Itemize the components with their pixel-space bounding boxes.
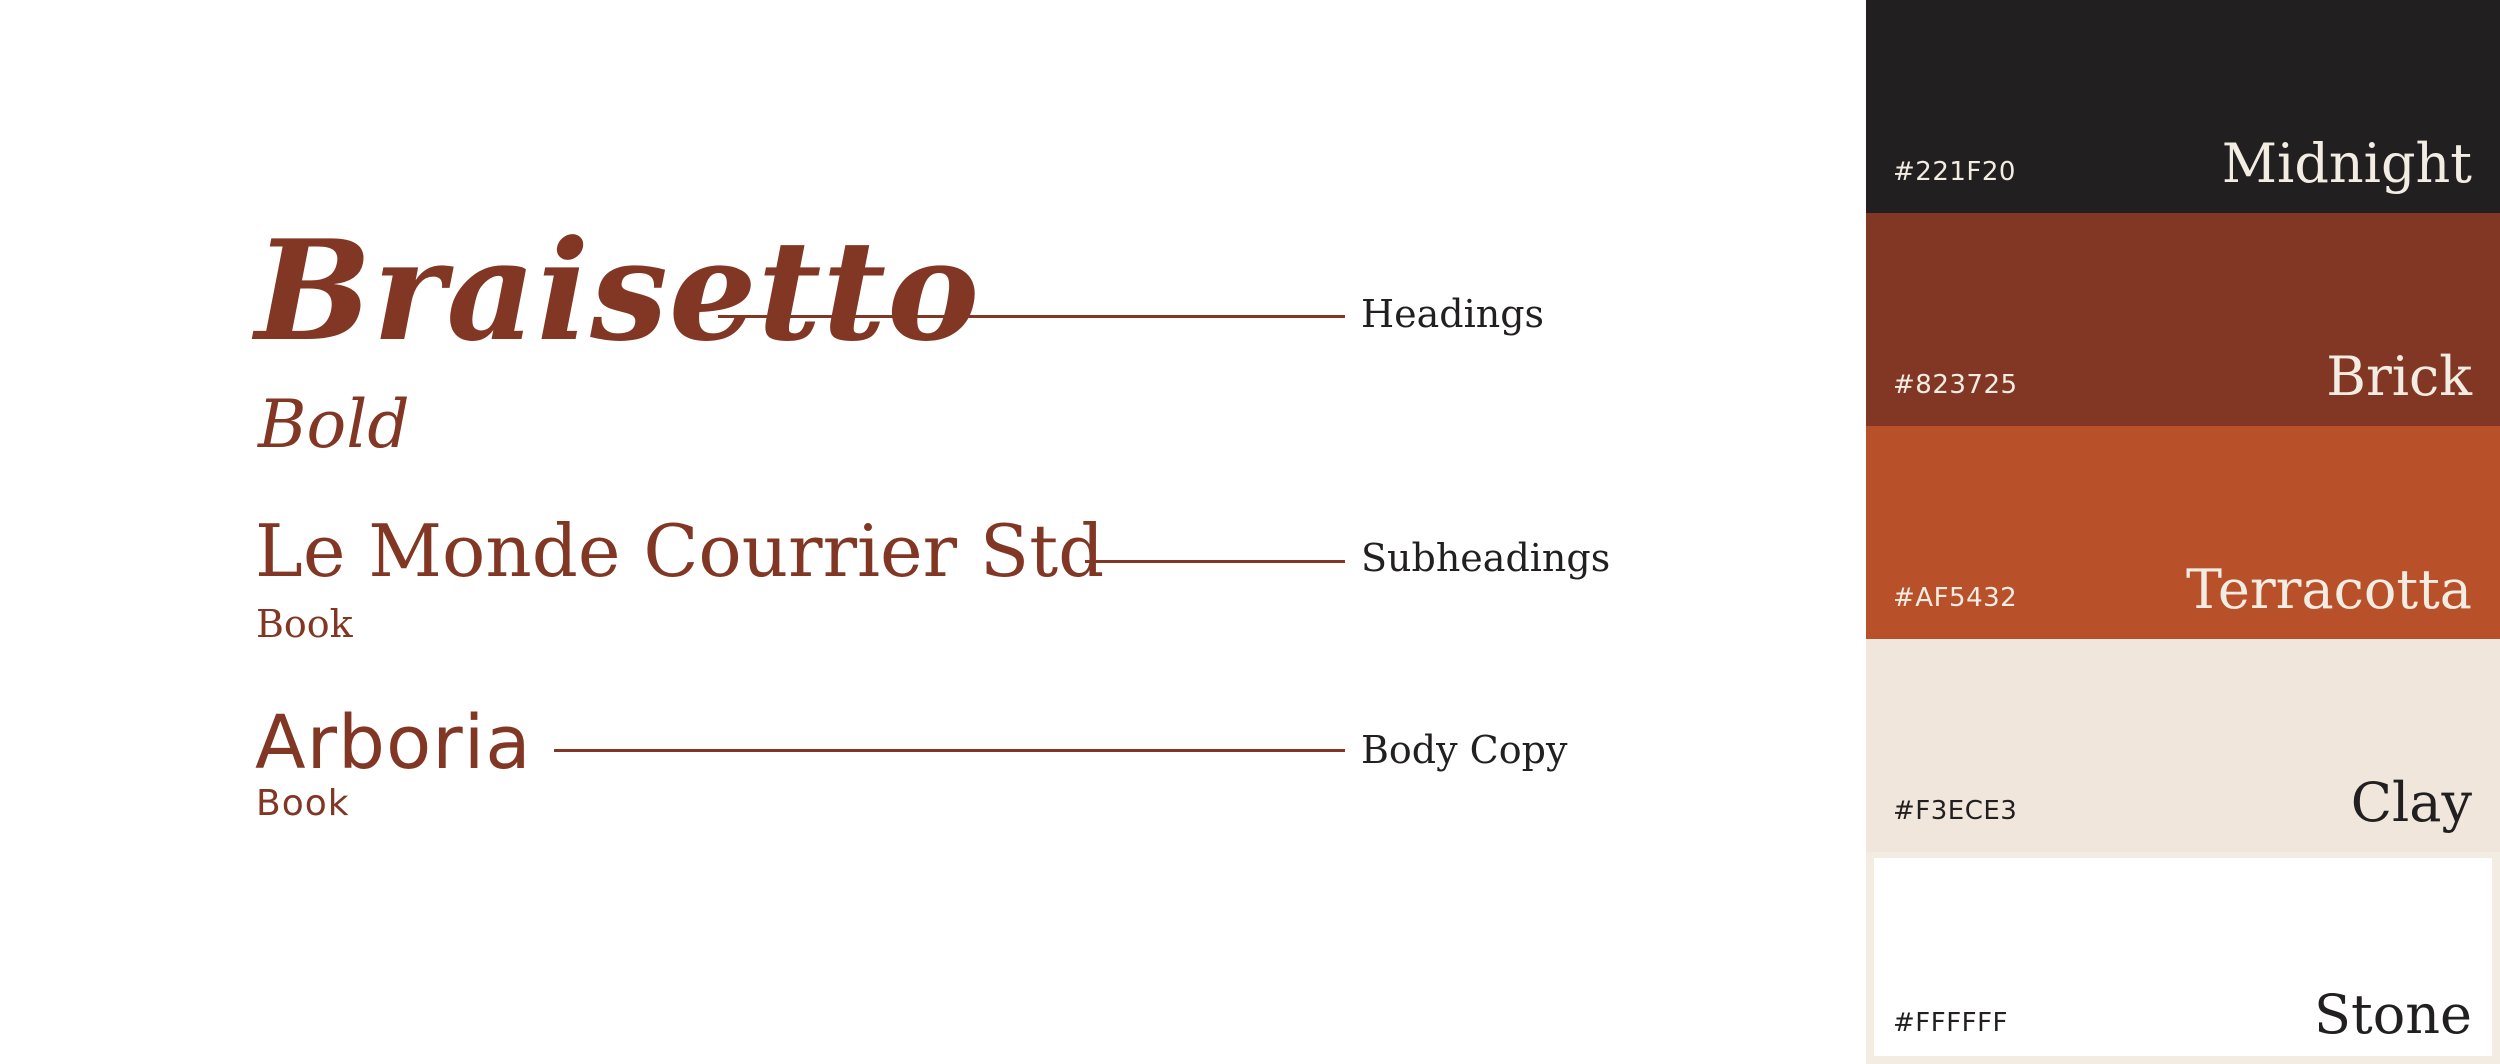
heading-font-weight: Bold	[258, 386, 410, 463]
swatch-midnight-hex: #221F20	[1893, 157, 2016, 187]
subheading-font-name: Le Monde Courrier Std	[255, 509, 1105, 593]
swatch-stone: #FFFFFF Stone	[1874, 858, 2492, 1056]
swatch-terracotta: #AF5432 Terracotta	[1866, 426, 2500, 639]
body-font-weight: Book	[256, 783, 350, 824]
swatch-midnight: #221F20 Midnight	[1866, 0, 2500, 213]
swatch-midnight-name: Midnight	[2221, 132, 2472, 195]
subheading-usage-label: Subheadings	[1361, 536, 1611, 580]
heading-font-name: Braisetto	[255, 209, 981, 372]
body-connector-line	[554, 749, 1345, 752]
swatch-brick: #823725 Brick	[1866, 213, 2500, 426]
subheading-connector-line	[1085, 560, 1345, 563]
swatch-clay: #F3ECE3 Clay	[1866, 639, 2500, 852]
typography-panel: Braisetto Bold Headings Le Monde Courrie…	[255, 209, 1611, 824]
subheading-font-weight: Book	[256, 602, 353, 646]
heading-connector-line	[718, 315, 1345, 318]
body-usage-label: Body Copy	[1361, 728, 1568, 772]
swatch-stone-hex: #FFFFFF	[1893, 1008, 2009, 1038]
swatch-brick-hex: #823725	[1893, 370, 2018, 400]
swatch-stone-name: Stone	[2314, 983, 2472, 1046]
swatch-clay-name: Clay	[2350, 771, 2472, 834]
heading-usage-label: Headings	[1361, 292, 1545, 336]
swatch-clay-hex: #F3ECE3	[1893, 796, 2018, 826]
swatch-terracotta-name: Terracotta	[2186, 558, 2472, 621]
swatch-brick-name: Brick	[2326, 345, 2472, 408]
swatch-terracotta-hex: #AF5432	[1893, 583, 2018, 613]
color-palette: #221F20 Midnight #823725 Brick #AF5432 T…	[1866, 0, 2500, 1064]
body-font-name: Arboria	[255, 700, 532, 786]
